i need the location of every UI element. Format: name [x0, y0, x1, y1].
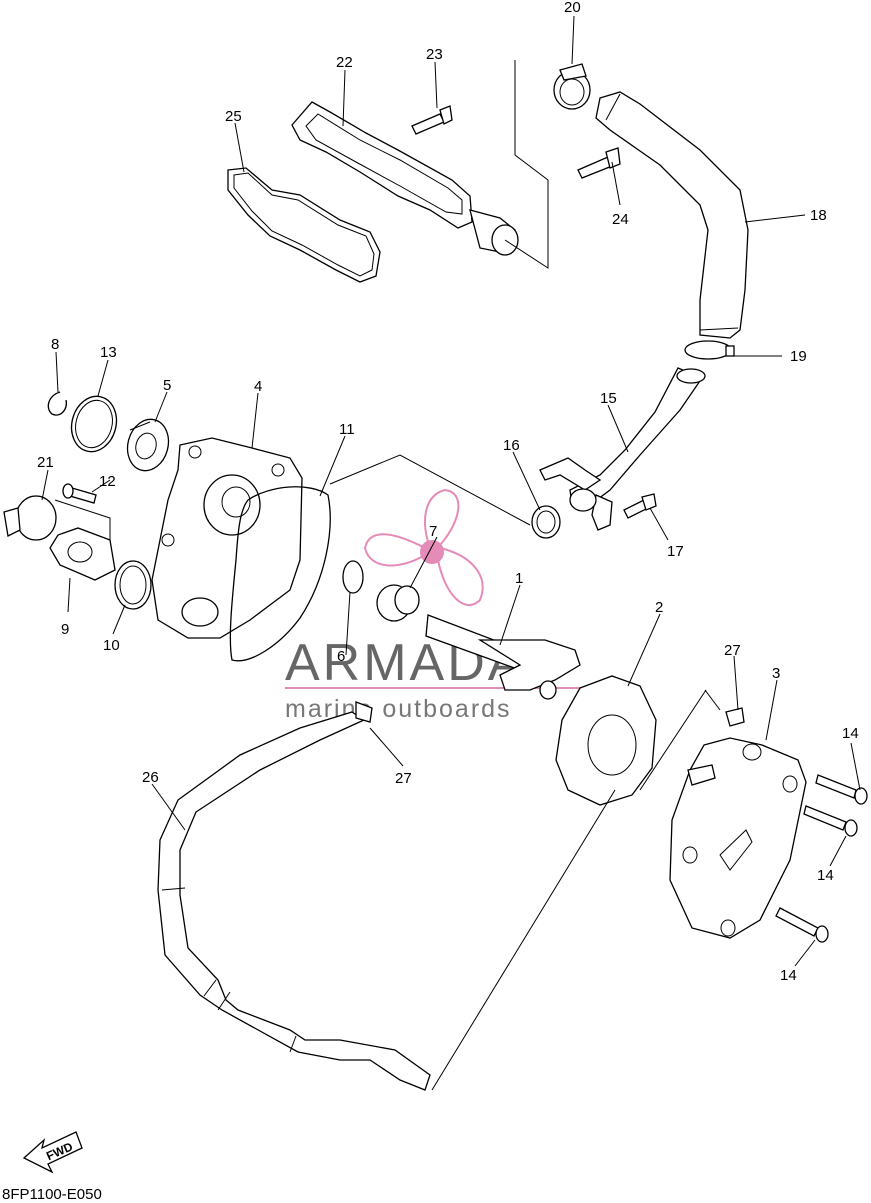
seal-11	[229, 486, 331, 662]
parts-drawing: FWD	[3, 15, 868, 1174]
bolt-14-bottom	[775, 907, 829, 943]
clip-27-right	[725, 707, 745, 727]
callout-21: 21	[37, 454, 54, 471]
bolt-14-top	[815, 774, 868, 805]
callout-24: 24	[612, 211, 629, 228]
callout-7: 7	[429, 523, 437, 540]
callout-6: 6	[337, 648, 345, 665]
bolt-17	[623, 493, 657, 519]
callout-23: 23	[426, 46, 443, 63]
callout-8: 8	[51, 336, 59, 353]
callout-5: 5	[163, 377, 171, 394]
clamp-20	[553, 63, 591, 110]
hose-18	[595, 91, 749, 339]
watermark-tagline: marine outboards	[285, 695, 512, 723]
bolt-23	[411, 105, 453, 135]
circlip-8	[47, 391, 67, 416]
clip-27-left	[355, 701, 373, 723]
callout-27-right: 27	[724, 642, 741, 659]
bolt-24	[577, 147, 621, 179]
o-ring-10	[114, 560, 152, 610]
callout-1: 1	[515, 570, 523, 587]
seal-6	[342, 560, 364, 594]
fwd-arrow-icon: FWD	[22, 1131, 83, 1174]
callout-14-top: 14	[842, 725, 859, 742]
cover-22	[291, 101, 519, 256]
collar-7	[376, 584, 420, 622]
diagram-code: 8FP1100-E050	[2, 1186, 102, 1203]
impeller-shaft-1	[425, 614, 581, 700]
o-ring-16	[531, 505, 561, 539]
callout-14-bottom: 14	[780, 967, 797, 984]
watermark: ARMADA marine outboards	[285, 488, 585, 723]
callout-leaders	[41, 15, 861, 967]
propeller-logo-icon	[363, 488, 484, 606]
callout-3: 3	[772, 665, 780, 682]
clamp-19	[684, 340, 735, 360]
callout-11: 11	[339, 421, 355, 438]
thermostat-cover-9	[49, 527, 116, 581]
callout-14-middle: 14	[817, 867, 834, 884]
callout-numbers: 20 22 23 25 24 18 19 15 16 17 8 13 5 4 1…	[37, 0, 859, 984]
callout-16: 16	[503, 437, 520, 454]
bolt-14-middle	[803, 805, 858, 837]
o-ring-13	[70, 395, 118, 453]
leader-lines	[329, 454, 707, 1091]
callout-17: 17	[667, 543, 684, 560]
bearing-5	[126, 418, 170, 472]
callout-19: 19	[790, 348, 807, 365]
callout-10: 10	[103, 637, 120, 654]
callout-4: 4	[254, 378, 262, 395]
guide-plate-2	[555, 675, 657, 806]
callout-26: 26	[142, 769, 159, 786]
cap-21	[3, 495, 57, 541]
gasket-25	[227, 167, 381, 283]
callout-13: 13	[100, 344, 117, 361]
callout-9: 9	[61, 621, 69, 638]
callout-2: 2	[655, 599, 663, 616]
hose-26	[157, 711, 431, 1091]
housing-4	[151, 437, 303, 639]
callout-12: 12	[99, 473, 116, 490]
callout-15: 15	[600, 390, 617, 407]
callout-20: 20	[564, 0, 581, 16]
bolt-12	[62, 483, 97, 504]
callout-27-left: 27	[395, 770, 412, 787]
callout-25: 25	[225, 108, 242, 125]
callout-18: 18	[810, 207, 827, 224]
cover-3	[669, 737, 807, 939]
callout-22: 22	[336, 54, 353, 71]
fwd-label: FWD	[44, 1139, 75, 1163]
